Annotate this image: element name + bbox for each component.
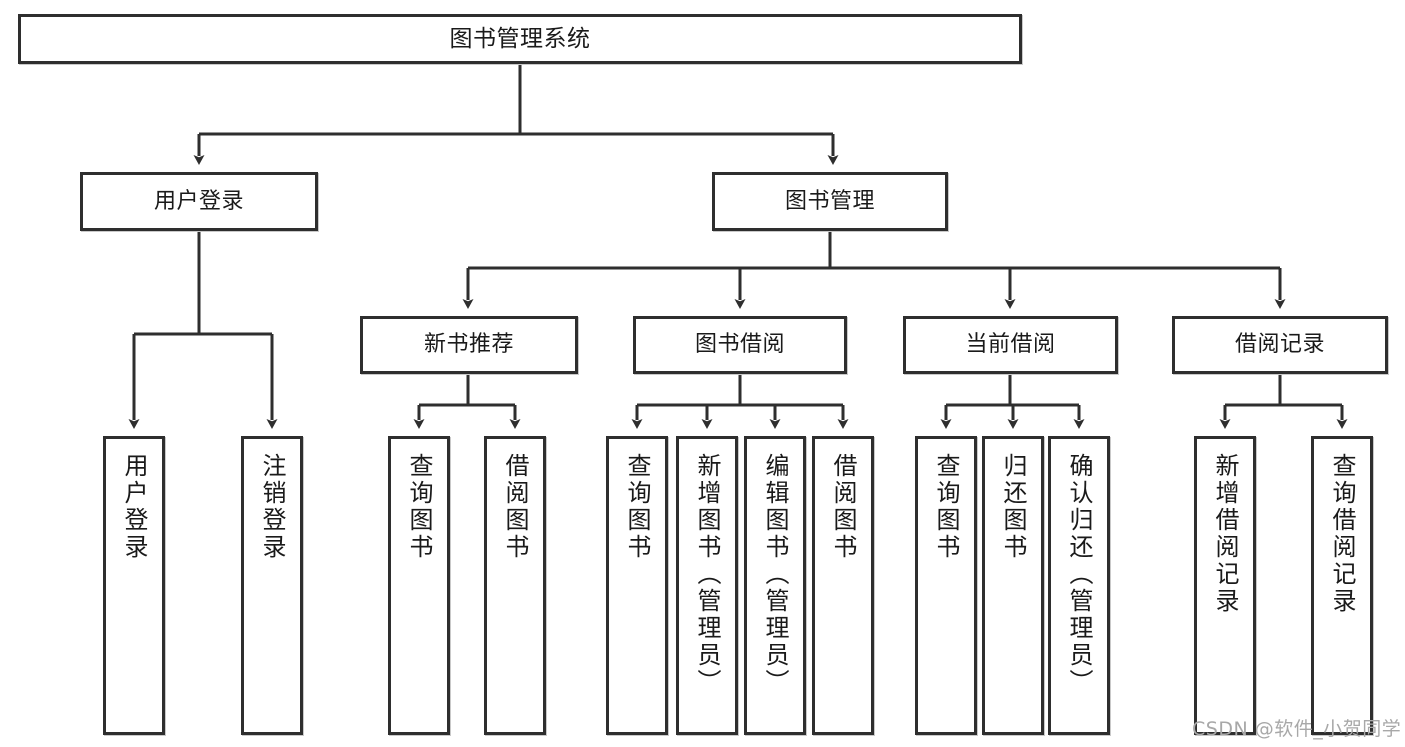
node-leaf-return-book[interactable]: 归还图书 xyxy=(982,436,1044,735)
node-leaf-add-borrow-record-label: 新增借阅记录 xyxy=(1211,453,1239,615)
node-book-borrow-label: 图书借阅 xyxy=(694,332,785,358)
node-current-borrow[interactable]: 当前借阅 xyxy=(903,316,1118,374)
node-leaf-query-book-2[interactable]: 查询图书 xyxy=(606,436,668,735)
node-new-book-recommend[interactable]: 新书推荐 xyxy=(360,316,578,374)
node-leaf-query-book-2-label: 查询图书 xyxy=(623,453,651,561)
node-root-label: 图书管理系统 xyxy=(449,25,591,52)
node-leaf-borrow-book-1[interactable]: 借阅图书 xyxy=(484,436,546,735)
node-leaf-add-book-label: 新增图书（管理员） xyxy=(693,453,721,696)
node-leaf-confirm-return-label: 确认归还（管理员） xyxy=(1065,453,1093,696)
node-user-login[interactable]: 用户登录 xyxy=(80,172,318,231)
node-leaf-query-book-3-label: 查询图书 xyxy=(932,453,960,561)
node-leaf-query-book-3[interactable]: 查询图书 xyxy=(915,436,977,735)
node-leaf-query-borrow-record-label: 查询借阅记录 xyxy=(1328,453,1356,615)
node-book-manage[interactable]: 图书管理 xyxy=(712,172,948,231)
node-leaf-borrow-book-1-label: 借阅图书 xyxy=(501,453,529,561)
node-leaf-user-login[interactable]: 用户登录 xyxy=(103,436,165,735)
node-leaf-query-borrow-record[interactable]: 查询借阅记录 xyxy=(1311,436,1373,735)
node-leaf-user-login-label: 用户登录 xyxy=(120,453,148,561)
node-borrow-record-label: 借阅记录 xyxy=(1234,332,1325,358)
csdn-watermark: CSDN @软件_小贺同学 xyxy=(1192,718,1402,740)
node-leaf-borrow-book-2[interactable]: 借阅图书 xyxy=(812,436,874,735)
node-current-borrow-label: 当前借阅 xyxy=(965,332,1056,358)
node-leaf-borrow-book-2-label: 借阅图书 xyxy=(829,453,857,561)
node-leaf-query-book-1[interactable]: 查询图书 xyxy=(388,436,450,735)
node-new-book-recommend-label: 新书推荐 xyxy=(423,332,514,358)
node-leaf-confirm-return[interactable]: 确认归还（管理员） xyxy=(1048,436,1110,735)
node-leaf-edit-book[interactable]: 编辑图书（管理员） xyxy=(744,436,806,735)
node-user-login-label: 用户登录 xyxy=(153,188,244,214)
node-leaf-logout-login-label: 注销登录 xyxy=(258,453,286,561)
node-book-borrow[interactable]: 图书借阅 xyxy=(633,316,847,374)
node-leaf-return-book-label: 归还图书 xyxy=(999,453,1027,561)
node-leaf-query-book-1-label: 查询图书 xyxy=(405,453,433,561)
node-root[interactable]: 图书管理系统 xyxy=(18,14,1022,64)
node-leaf-edit-book-label: 编辑图书（管理员） xyxy=(761,453,789,696)
node-leaf-add-borrow-record[interactable]: 新增借阅记录 xyxy=(1194,436,1256,735)
node-leaf-add-book[interactable]: 新增图书（管理员） xyxy=(676,436,738,735)
node-leaf-logout-login[interactable]: 注销登录 xyxy=(241,436,303,735)
node-book-manage-label: 图书管理 xyxy=(784,188,875,214)
node-borrow-record[interactable]: 借阅记录 xyxy=(1172,316,1388,374)
